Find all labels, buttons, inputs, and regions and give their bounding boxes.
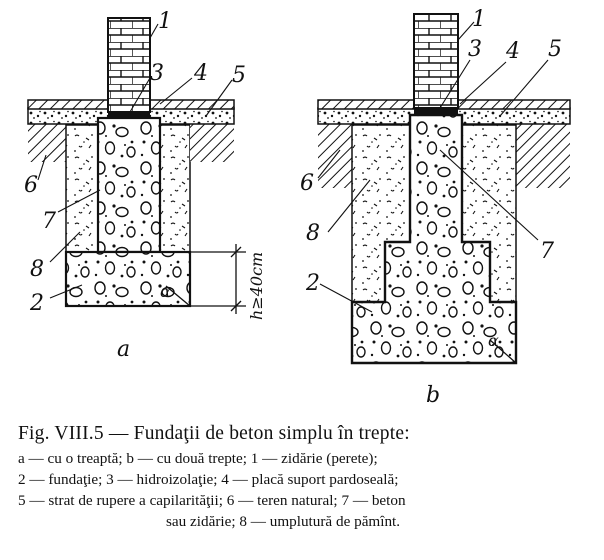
label-a-2: 2	[29, 291, 44, 316]
label-b-7: 7	[540, 239, 554, 264]
natural-ground-b-right	[516, 122, 570, 188]
foundation-diagram: h≥40cm α 1 3 4 5 6 7 8 2 a	[24, 7, 571, 408]
concrete-stem-a	[96, 116, 162, 254]
label-a-4: 4	[193, 61, 208, 86]
label-b-2: 2	[305, 271, 320, 296]
caption-legend-line-2: 2 — fundaţie; 3 — hidroizolaţie; 4 — pla…	[18, 471, 399, 488]
label-b-5: 5	[548, 37, 562, 62]
label-b-8: 8	[306, 221, 320, 246]
angle-label-b: α	[488, 331, 499, 350]
label-a-6: 6	[24, 173, 38, 198]
natural-ground-a-right	[190, 122, 234, 162]
figure-a: h≥40cm α 1 3 4 5 6 7 8 2 a	[24, 9, 266, 362]
label-b-4: 4	[505, 39, 520, 64]
brick-wall-b	[413, 13, 459, 109]
figure-caption: Fig. VIII.5 — Fundaţii de beton simplu î…	[18, 423, 596, 532]
subfigure-b-label: b	[426, 383, 440, 408]
label-a-7: 7	[42, 209, 56, 234]
label-a-3: 3	[150, 61, 164, 86]
waterproofing-a	[108, 112, 150, 118]
angle-label-a: α	[160, 282, 171, 301]
label-b-3: 3	[468, 37, 482, 62]
label-b-1: 1	[472, 7, 486, 32]
label-b-6: 6	[300, 171, 314, 196]
brick-wall-a	[107, 17, 151, 113]
label-a-5: 5	[232, 63, 246, 88]
soil-fill-a-left	[65, 124, 99, 253]
footing-a	[64, 250, 192, 308]
caption-legend-line-4: sau zidărie; 8 — umplutură de pămînt.	[166, 513, 401, 530]
waterproofing-b	[414, 108, 458, 115]
caption-legend-line-3: 5 — strat de rupere a capilarităţii; 6 —…	[18, 492, 406, 509]
dimension-label: h≥40cm	[247, 252, 266, 320]
soil-fill-a-right	[159, 124, 191, 253]
label-a-8: 8	[30, 257, 44, 282]
natural-ground-a	[28, 122, 66, 162]
figure-b: α 1 3 4 5 6 8 7 2 b	[300, 7, 571, 408]
label-a-1: 1	[158, 9, 172, 34]
caption-legend-line-1: a — cu o treaptă; b — cu două trepte; 1 …	[18, 450, 378, 467]
caption-title: Fig. VIII.5 — Fundaţii de beton simplu î…	[18, 423, 410, 444]
natural-ground-b-left	[318, 122, 352, 188]
subfigure-a-label: a	[117, 337, 130, 362]
